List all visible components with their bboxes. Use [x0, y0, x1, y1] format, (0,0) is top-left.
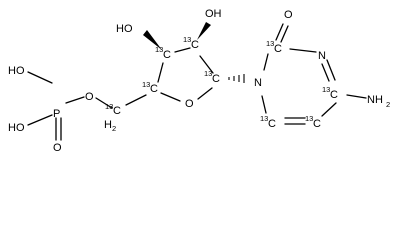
- bond-c2-o-double-1: [275, 23, 284, 41]
- atom-oh-top-right: OH: [205, 8, 222, 20]
- atom-c6: C: [268, 118, 276, 130]
- atom-c4prime: C: [150, 83, 158, 95]
- bond-o-c5prime: [95, 97, 113, 109]
- atom-c1prime: C: [212, 73, 220, 85]
- atom-c4: C: [330, 89, 338, 101]
- wedge-c2prime-oh: [197, 22, 211, 40]
- atom-o-ester: O: [85, 91, 94, 103]
- atom-o-ring: O: [185, 98, 194, 110]
- bond-c4-c5: [321, 102, 337, 117]
- atom-c2prime: C: [191, 39, 199, 51]
- iso-c6: 13: [260, 114, 268, 123]
- atom-h2-subscript: 2: [112, 124, 116, 133]
- atom-o-double: O: [53, 142, 62, 154]
- iso-c3prime: 13: [155, 45, 163, 54]
- hash-c1prime-n1: [228, 74, 245, 83]
- bond-c1prime-oring: [197, 87, 213, 100]
- atom-h2-symbol: H: [104, 119, 112, 131]
- bond-p-o-ester: [65, 96, 85, 104]
- atom-phosphorus: P: [53, 108, 60, 120]
- iso-c2prime: 13: [183, 35, 191, 44]
- atom-n1: N: [254, 77, 262, 89]
- atom-c5prime: C: [113, 105, 121, 117]
- atom-c2: C: [274, 43, 282, 55]
- bond-oring-c4prime: [160, 92, 181, 102]
- bond-c3prime-c2prime: [174, 47, 191, 53]
- bond-c2-o-double-2: [280, 25, 289, 43]
- bond-ho-p-bottom: [27, 114, 53, 126]
- chemical-structure: HO OH HO HO P O O 13 C H 2 13 C 13 C 13 …: [8, 8, 390, 154]
- atom-ho-phosphate-bottom: HO: [8, 122, 25, 134]
- atom-oh-top-left: HO: [116, 23, 133, 35]
- iso-c5: 13: [305, 114, 313, 123]
- atom-c5: C: [313, 118, 321, 130]
- bond-c4-nh2: [346, 94, 367, 99]
- bond-c4prime-c3prime: [157, 62, 164, 83]
- bond-n3-c4-2: [321, 63, 330, 82]
- iso-c1prime: 13: [204, 69, 212, 78]
- atom-o-carbonyl: O: [284, 9, 293, 21]
- bond-n3-c4-1: [326, 59, 336, 81]
- bond-c2-n3: [289, 48, 317, 53]
- bond-ho-p-top: [27, 71, 53, 84]
- atom-ho-phosphate-top: HO: [8, 65, 25, 77]
- bond-c2prime-c1prime: [199, 55, 214, 74]
- iso-c4prime: 13: [142, 80, 150, 89]
- bond-c5prime-c4prime: [125, 94, 147, 106]
- iso-c4: 13: [322, 85, 330, 94]
- wedge-c3prime-oh: [143, 30, 162, 50]
- iso-c2: 13: [266, 39, 274, 48]
- atom-c3prime: C: [163, 49, 171, 61]
- iso-c5prime: 13: [105, 102, 113, 111]
- bond-c6-n1: [261, 95, 267, 114]
- bond-n1-c2: [263, 53, 269, 71]
- atom-nh2-subscript: 2: [386, 100, 390, 109]
- atom-n3: N: [318, 50, 326, 62]
- atom-nh2: NH: [367, 94, 383, 106]
